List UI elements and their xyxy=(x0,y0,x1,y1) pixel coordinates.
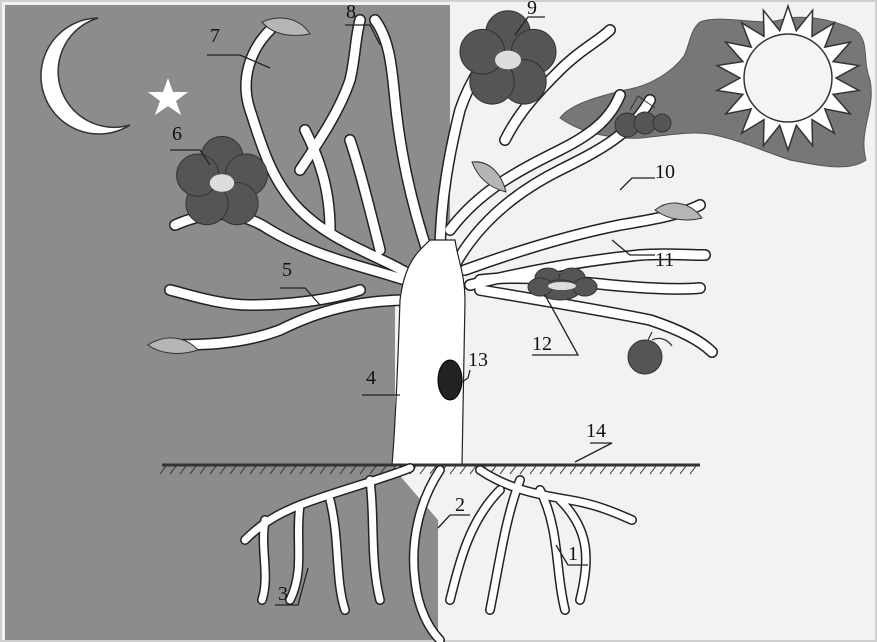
label-2: 2 xyxy=(455,494,465,516)
label-3: 3 xyxy=(278,583,288,605)
label-10: 10 xyxy=(655,161,675,183)
label-6: 6 xyxy=(172,123,182,145)
label-4: 4 xyxy=(366,367,376,389)
label-11: 11 xyxy=(655,249,674,271)
tree-hollow-icon xyxy=(438,360,462,400)
label-13: 13 xyxy=(468,349,488,371)
label-1: 1 xyxy=(568,543,578,565)
label-8: 8 xyxy=(346,1,356,23)
night-background xyxy=(5,5,450,640)
petal xyxy=(177,154,219,196)
flower-center xyxy=(210,174,234,192)
label-5: 5 xyxy=(282,259,292,281)
label-14: 14 xyxy=(586,420,606,442)
label-12: 12 xyxy=(532,333,552,355)
petal xyxy=(460,29,505,74)
flower-center xyxy=(495,51,521,70)
label-9: 9 xyxy=(527,0,537,19)
label-7: 7 xyxy=(210,25,220,47)
